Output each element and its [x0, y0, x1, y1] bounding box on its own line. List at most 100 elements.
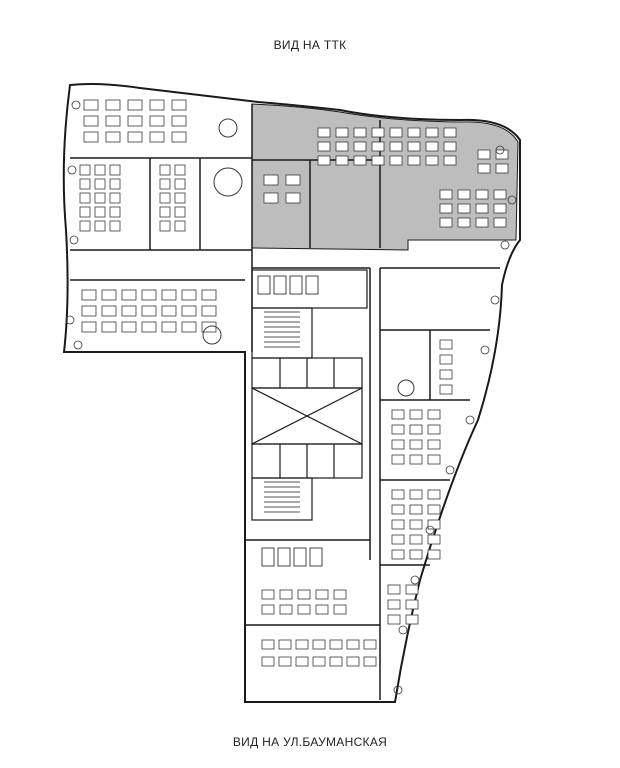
desk — [443, 127, 457, 138]
desk — [495, 149, 509, 160]
desk — [149, 115, 165, 127]
desk — [279, 604, 293, 615]
desk — [201, 289, 217, 301]
desk — [201, 305, 217, 317]
desk — [439, 339, 453, 350]
desk — [405, 584, 419, 595]
desk — [278, 656, 292, 667]
desk — [79, 220, 91, 232]
desk — [101, 289, 117, 301]
desk — [439, 384, 453, 395]
desk — [493, 217, 507, 228]
desk — [407, 155, 421, 166]
desk — [391, 409, 405, 420]
desk — [391, 519, 405, 530]
planter — [67, 165, 77, 175]
desk — [121, 289, 137, 301]
desk — [363, 656, 377, 667]
desk — [315, 604, 329, 615]
desk — [391, 534, 405, 545]
desk — [161, 289, 177, 301]
desk — [279, 589, 293, 600]
desk — [105, 131, 121, 143]
desk — [295, 639, 309, 650]
desk — [427, 489, 441, 500]
desk — [181, 289, 197, 301]
planter — [480, 345, 490, 355]
view-label-bottom: ВИД НА УЛ.БАУМАНСКАЯ — [232, 735, 388, 749]
desk — [109, 164, 121, 176]
desk — [105, 115, 121, 127]
desk — [493, 203, 507, 214]
desk — [261, 604, 275, 615]
desk — [285, 174, 301, 186]
desk — [427, 549, 441, 560]
desk — [79, 178, 91, 190]
desk — [79, 206, 91, 218]
desk — [409, 504, 423, 515]
planter — [69, 235, 79, 245]
desk — [127, 99, 143, 111]
desk — [475, 189, 489, 200]
desk — [457, 189, 471, 200]
desk — [261, 589, 275, 600]
desk — [477, 163, 491, 174]
desk — [391, 454, 405, 465]
desk — [371, 127, 385, 138]
desk — [353, 141, 367, 152]
desk — [261, 656, 275, 667]
desk — [425, 141, 439, 152]
desk — [335, 141, 349, 152]
desk — [285, 192, 301, 204]
desk — [149, 99, 165, 111]
desk — [101, 305, 117, 317]
desk — [346, 639, 360, 650]
desk — [409, 409, 423, 420]
desk — [181, 305, 197, 317]
planter — [490, 295, 500, 305]
desk — [475, 217, 489, 228]
desk — [391, 504, 405, 515]
desk — [439, 203, 453, 214]
desk — [405, 599, 419, 610]
desk — [174, 220, 186, 232]
desk — [278, 639, 292, 650]
desk — [121, 305, 137, 317]
planter — [65, 315, 75, 325]
desk — [161, 305, 177, 317]
desk — [161, 321, 177, 333]
desk — [79, 192, 91, 204]
desk — [181, 321, 197, 333]
desk — [427, 409, 441, 420]
desk — [409, 454, 423, 465]
desk — [329, 639, 343, 650]
desk — [159, 178, 171, 190]
desk — [83, 131, 99, 143]
desk — [425, 127, 439, 138]
planter — [393, 685, 403, 695]
desk — [83, 115, 99, 127]
desk — [297, 604, 311, 615]
desk — [329, 656, 343, 667]
desk — [409, 489, 423, 500]
desk — [333, 589, 347, 600]
desk — [353, 127, 367, 138]
desk — [317, 141, 331, 152]
planter-icon — [65, 100, 517, 695]
desk — [141, 305, 157, 317]
desk — [335, 155, 349, 166]
desk — [295, 656, 309, 667]
walls — [70, 104, 500, 700]
desk — [141, 289, 157, 301]
desk — [443, 141, 457, 152]
desk — [409, 549, 423, 560]
desk — [427, 534, 441, 545]
planter — [71, 100, 81, 110]
desk — [109, 206, 121, 218]
desk — [171, 131, 187, 143]
desk — [405, 614, 419, 625]
view-label-top: ВИД НА ТТК — [273, 38, 347, 52]
desk — [389, 127, 403, 138]
desk — [261, 639, 275, 650]
desk — [81, 305, 97, 317]
